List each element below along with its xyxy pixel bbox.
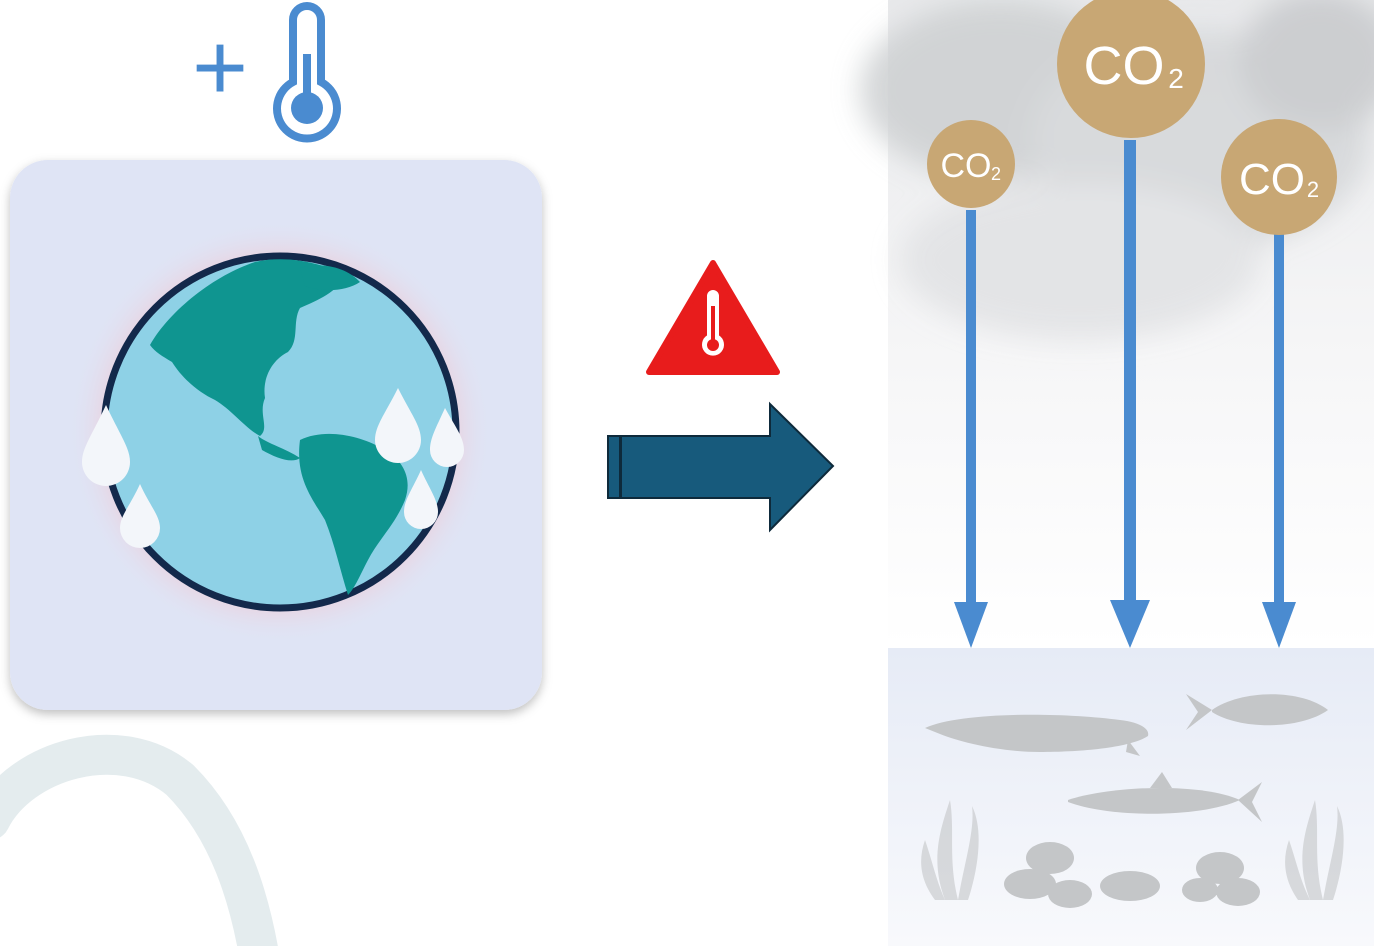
- co2-bubble-label: CO: [941, 147, 992, 185]
- co2-bubble: CO 2: [1057, 0, 1205, 138]
- ocean-co2-panel: CO 2 CO 2 CO 2: [860, 0, 1374, 946]
- seaweed-icon: [921, 800, 979, 900]
- seaweed-icon: [1285, 800, 1344, 900]
- fish-icon: [1212, 694, 1328, 726]
- water-drop-icon: [82, 388, 464, 548]
- fish-icon: [1068, 787, 1240, 814]
- co2-bubble-label: CO: [1084, 36, 1165, 96]
- co2-bubble: CO 2: [927, 120, 1015, 208]
- co2-bubble-subscript: 2: [1168, 63, 1184, 94]
- co2-bubble-label: CO: [1239, 155, 1305, 204]
- warning-triangle-icon: [646, 260, 780, 375]
- co2-bubble-subscript: 2: [991, 164, 1001, 184]
- thermometer-warning-icon: [702, 290, 724, 356]
- shell-icon: [1004, 842, 1260, 908]
- temperature-increase-header: +: [192, 2, 341, 143]
- fish-icon: [925, 714, 1149, 752]
- earth-globe-icon: [82, 252, 464, 612]
- background-swirl: [0, 734, 278, 946]
- co2-absorption-arrows: [954, 140, 1296, 648]
- earth-card: [10, 160, 542, 710]
- co2-bubble: CO 2: [1221, 119, 1337, 235]
- co2-bubble-subscript: 2: [1307, 177, 1319, 202]
- sea-life: [921, 694, 1344, 908]
- right-arrow-icon: [607, 401, 835, 533]
- thermometer-icon: [273, 2, 341, 143]
- plus-symbol: +: [192, 14, 248, 121]
